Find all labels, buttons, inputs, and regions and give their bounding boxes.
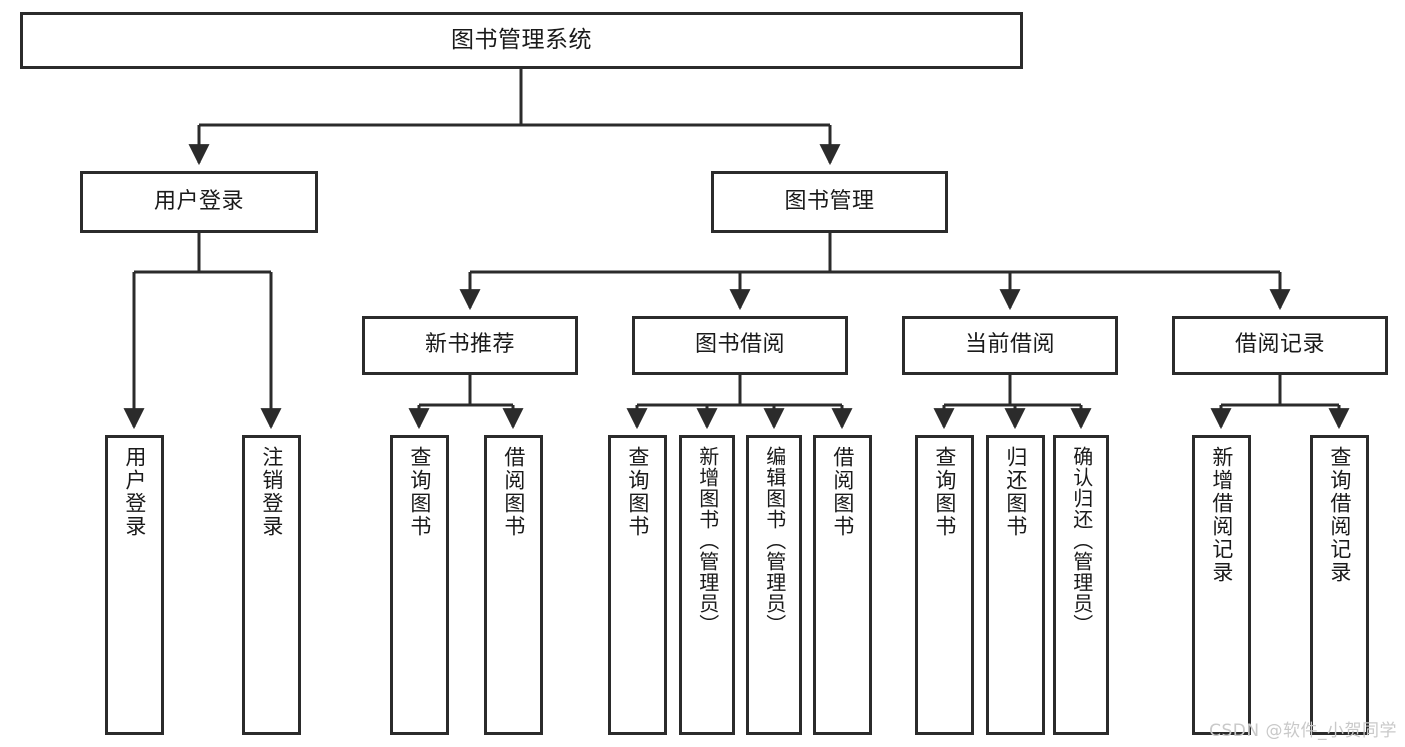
node-leaf-borrow-book-2[interactable]: 借阅图书 (813, 435, 872, 735)
node-leaf-return-book[interactable]: 归还图书 (986, 435, 1045, 735)
watermark: CSDN @软件_小贺同学 (1209, 721, 1397, 741)
node-leaf-add-record[interactable]: 新增借阅记录 (1192, 435, 1251, 735)
edge-group-new-book-recommend (408, 375, 524, 430)
node-leaf-add-book-label: 新增图书（管理员） (695, 446, 720, 635)
node-new-book-recommend[interactable]: 新书推荐 (362, 316, 578, 375)
edge-group-book-management (459, 233, 1291, 311)
node-leaf-edit-book-label: 编辑图书（管理员） (762, 446, 787, 635)
node-leaf-query-record[interactable]: 查询借阅记录 (1310, 435, 1369, 735)
node-book-borrow-label: 图书借阅 (694, 332, 785, 358)
node-borrow-record[interactable]: 借阅记录 (1172, 316, 1388, 375)
node-user-login-label: 用户登录 (153, 188, 244, 214)
node-leaf-confirm-return[interactable]: 确认归还（管理员） (1053, 435, 1109, 735)
node-root[interactable]: 图书管理系统 (20, 12, 1023, 69)
node-leaf-user-login-label: 用户登录 (122, 446, 147, 538)
node-leaf-query-book-1-label: 查询图书 (407, 446, 432, 538)
node-root-label: 图书管理系统 (451, 26, 592, 53)
node-leaf-query-book-3[interactable]: 查询图书 (915, 435, 974, 735)
node-book-management[interactable]: 图书管理 (711, 171, 948, 233)
node-book-borrow[interactable]: 图书借阅 (632, 316, 848, 375)
node-current-borrow-label: 当前借阅 (964, 332, 1055, 358)
node-leaf-query-book-2[interactable]: 查询图书 (608, 435, 667, 735)
edge-group-root (188, 69, 841, 166)
node-borrow-record-label: 借阅记录 (1234, 332, 1325, 358)
edge-group-user-login (123, 233, 282, 430)
node-leaf-query-book-1[interactable]: 查询图书 (390, 435, 449, 735)
node-leaf-logout[interactable]: 注销登录 (242, 435, 301, 735)
node-user-login[interactable]: 用户登录 (80, 171, 318, 233)
node-current-borrow[interactable]: 当前借阅 (902, 316, 1118, 375)
node-leaf-borrow-book-2-label: 借阅图书 (830, 446, 855, 538)
node-leaf-borrow-book-1[interactable]: 借阅图书 (484, 435, 543, 735)
node-leaf-query-book-3-label: 查询图书 (932, 446, 957, 538)
node-leaf-query-record-label: 查询借阅记录 (1327, 446, 1352, 584)
node-leaf-confirm-return-label: 确认归还（管理员） (1069, 446, 1094, 635)
node-leaf-logout-label: 注销登录 (259, 446, 284, 538)
node-leaf-add-record-label: 新增借阅记录 (1209, 446, 1234, 584)
edge-group-current-borrow (933, 375, 1092, 430)
edge-group-book-borrow (626, 375, 853, 430)
node-leaf-edit-book[interactable]: 编辑图书（管理员） (746, 435, 802, 735)
node-leaf-user-login[interactable]: 用户登录 (105, 435, 164, 735)
node-leaf-borrow-book-1-label: 借阅图书 (501, 446, 526, 538)
node-leaf-add-book[interactable]: 新增图书（管理员） (679, 435, 735, 735)
node-leaf-query-book-2-label: 查询图书 (625, 446, 650, 538)
node-book-management-label: 图书管理 (784, 188, 875, 214)
node-new-book-recommend-label: 新书推荐 (424, 332, 515, 358)
node-leaf-return-book-label: 归还图书 (1003, 446, 1028, 538)
edge-group-borrow-record (1210, 375, 1350, 430)
